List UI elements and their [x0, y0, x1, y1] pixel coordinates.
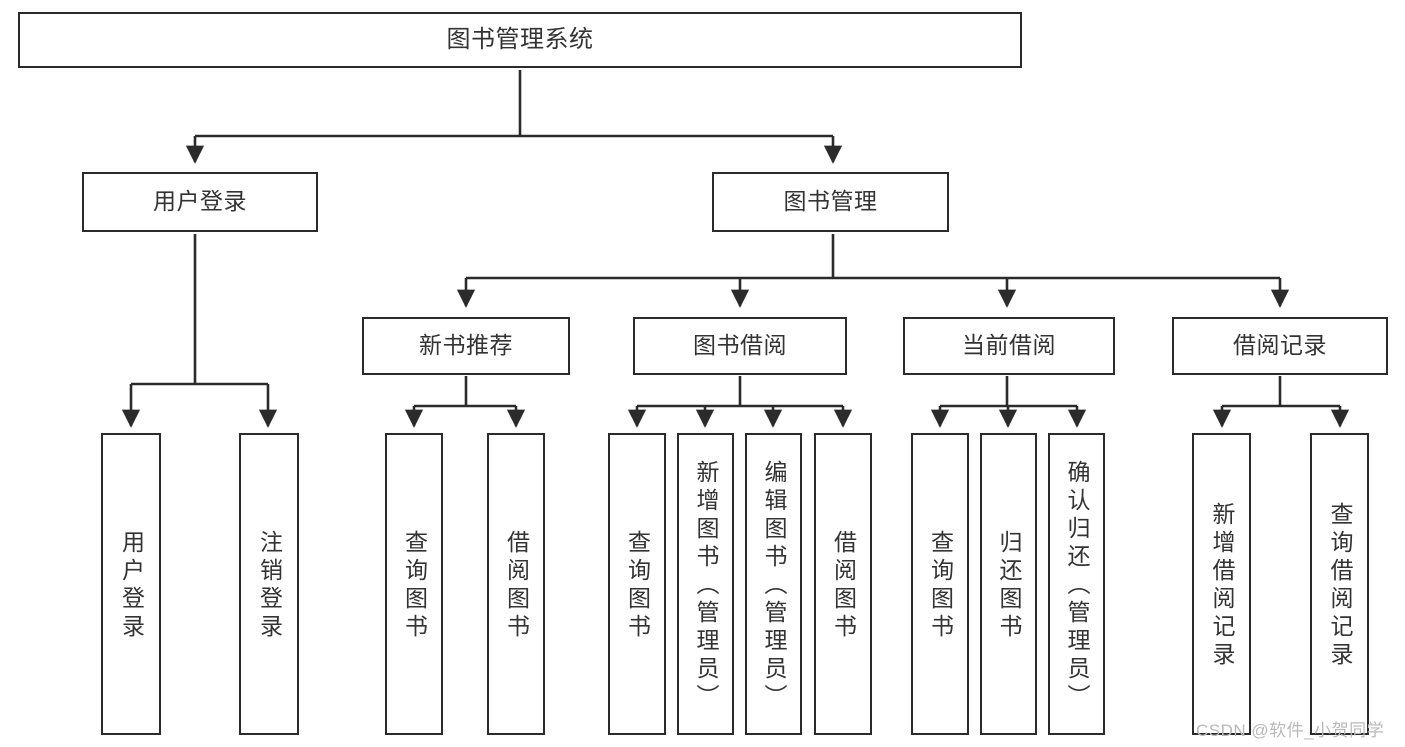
node-label: 注销登录: [256, 530, 283, 642]
leaf-confirm-return[interactable]: 确认归还（管理员）: [1048, 433, 1105, 735]
leaf-query-book-borrow[interactable]: 查询图书: [608, 433, 666, 735]
node-label: 确认归还（管理员）: [1064, 460, 1090, 712]
node-label: 当前借阅: [962, 332, 1056, 359]
leaf-logout-login[interactable]: 注销登录: [239, 433, 299, 735]
node-label: 图书管理: [783, 188, 878, 215]
node-label: 归还图书: [996, 530, 1022, 642]
node-label: 借阅记录: [1233, 332, 1327, 359]
node-label: 图书借阅: [693, 332, 787, 359]
node-label: 新增借阅记录: [1209, 502, 1235, 670]
leaf-add-book[interactable]: 新增图书（管理员）: [677, 433, 734, 735]
node-label: 用户登录: [118, 530, 145, 642]
node-label: 查询图书: [624, 530, 651, 642]
node-label: 图书管理系统: [446, 25, 594, 53]
node-label: 借阅图书: [503, 530, 530, 642]
node-label: 新增图书（管理员）: [693, 460, 719, 712]
node-label: 借阅图书: [830, 530, 857, 642]
csdn-watermark: CSDN @软件_小贺同学: [1196, 721, 1385, 740]
node-label: 查询图书: [401, 530, 428, 642]
node-book-manage[interactable]: 图书管理: [712, 172, 949, 232]
leaf-query-book-recommend[interactable]: 查询图书: [385, 433, 443, 735]
leaf-user-login[interactable]: 用户登录: [101, 433, 161, 735]
node-borrow-record[interactable]: 借阅记录: [1172, 317, 1388, 375]
leaf-add-borrow-record[interactable]: 新增借阅记录: [1192, 433, 1251, 735]
leaf-query-borrow-record[interactable]: 查询借阅记录: [1310, 433, 1369, 735]
node-user-login[interactable]: 用户登录: [82, 172, 318, 232]
node-label: 查询图书: [927, 530, 954, 642]
leaf-return-book[interactable]: 归还图书: [980, 433, 1037, 735]
leaf-borrow-book[interactable]: 借阅图书: [814, 433, 872, 735]
node-book-borrow[interactable]: 图书借阅: [633, 317, 847, 375]
leaf-edit-book[interactable]: 编辑图书（管理员）: [745, 433, 802, 735]
leaf-query-book-current[interactable]: 查询图书: [911, 433, 969, 735]
node-label: 编辑图书（管理员）: [761, 460, 787, 712]
node-label: 查询借阅记录: [1327, 502, 1353, 670]
node-new-book-recommend[interactable]: 新书推荐: [362, 317, 570, 375]
node-label: 用户登录: [153, 188, 247, 215]
node-label: 新书推荐: [419, 332, 513, 359]
leaf-borrow-book-recommend[interactable]: 借阅图书: [487, 433, 545, 735]
node-current-borrow[interactable]: 当前借阅: [903, 317, 1115, 375]
node-root-system[interactable]: 图书管理系统: [18, 12, 1022, 68]
